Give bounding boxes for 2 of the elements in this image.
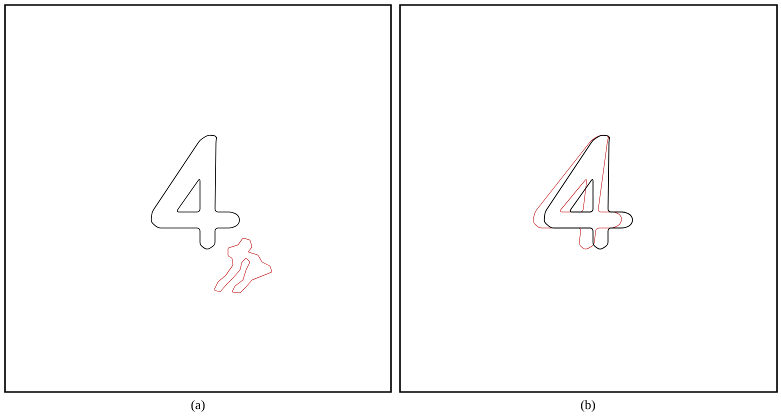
caption-label: (b) [581,400,596,412]
caption-label: (a) [191,400,205,412]
